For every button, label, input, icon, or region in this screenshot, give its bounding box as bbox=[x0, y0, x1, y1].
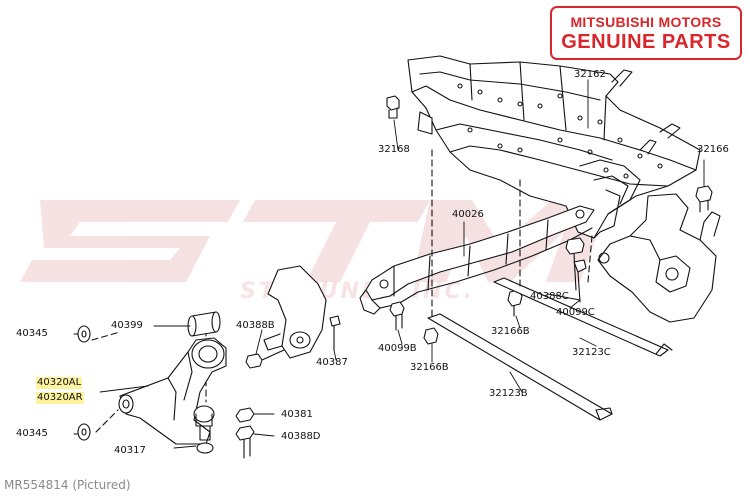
stm-watermark bbox=[20, 200, 610, 282]
brace-32123C bbox=[493, 277, 673, 357]
bolt-40099C bbox=[573, 259, 587, 303]
bolt-40388C bbox=[565, 237, 585, 291]
washer-40345-bottom bbox=[77, 423, 91, 441]
callout-32162: 32162 bbox=[574, 69, 606, 80]
genuine-parts-badge: MITSUBISHI MOTORS GENUINE PARTS bbox=[550, 6, 742, 60]
part-number-caption: MR554814 (Pictured) bbox=[4, 478, 131, 492]
callout-40381: 40381 bbox=[281, 409, 313, 420]
callout-40320AL: 40320AL bbox=[36, 377, 83, 389]
callout-40099B: 40099B bbox=[378, 343, 417, 354]
steering-knuckle-right bbox=[597, 193, 721, 323]
nut-32166B-left bbox=[423, 327, 439, 345]
nut-40381 bbox=[235, 407, 255, 423]
callout-40388C: 40388C bbox=[530, 291, 569, 302]
callout-40388D: 40388D bbox=[281, 431, 321, 442]
callout-32166: 32166 bbox=[697, 144, 729, 155]
callout-40317: 40317 bbox=[114, 445, 146, 456]
bushing-40399 bbox=[187, 311, 221, 337]
callout-40026: 40026 bbox=[452, 209, 484, 220]
callout-40345-top: 40345 bbox=[16, 328, 48, 339]
callout-32166B-right: 32166B bbox=[491, 326, 530, 337]
bolt-40388B bbox=[245, 349, 285, 369]
callout-32123B: 32123B bbox=[489, 388, 528, 399]
brace-32123B bbox=[427, 313, 613, 421]
steering-knuckle-left bbox=[263, 265, 327, 359]
bolt-40099B bbox=[389, 301, 405, 331]
ball-joint bbox=[193, 405, 215, 454]
brand-line-2: GENUINE PARTS bbox=[561, 31, 731, 53]
leader-lines bbox=[73, 79, 705, 449]
washer-40345-top bbox=[77, 325, 91, 343]
stud-40387 bbox=[329, 315, 341, 351]
callout-40399: 40399 bbox=[111, 320, 143, 331]
front-crossmember bbox=[407, 55, 701, 239]
callout-40099C: 40099C bbox=[556, 307, 595, 318]
subframe-brace bbox=[359, 205, 595, 315]
bolt-32166 bbox=[695, 185, 713, 213]
bolt-40388D bbox=[235, 425, 255, 459]
lower-control-arm bbox=[118, 337, 227, 445]
callout-40320AR: 40320AR bbox=[36, 392, 84, 404]
bolt-32168 bbox=[386, 95, 400, 119]
callout-32123C: 32123C bbox=[572, 347, 611, 358]
callout-32168: 32168 bbox=[378, 144, 410, 155]
callout-40387: 40387 bbox=[316, 357, 348, 368]
brand-line-1: MITSUBISHI MOTORS bbox=[570, 14, 722, 30]
callout-40345-bottom: 40345 bbox=[16, 428, 48, 439]
callout-32166B-left: 32166B bbox=[410, 362, 449, 373]
callout-40388B: 40388B bbox=[236, 320, 275, 331]
